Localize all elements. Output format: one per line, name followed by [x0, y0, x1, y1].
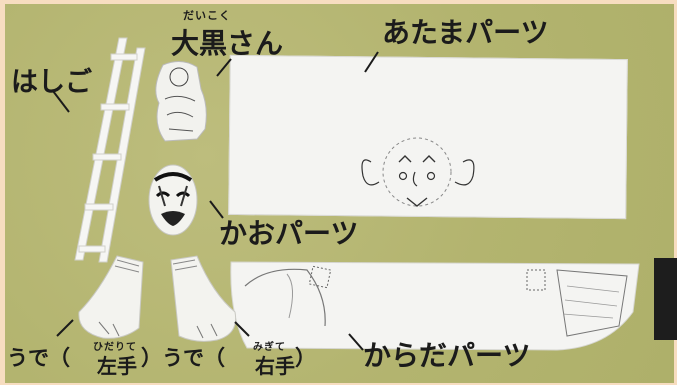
- ladder-cutout: [74, 37, 146, 263]
- label-head-parts: あたまパーツ: [382, 16, 549, 49]
- craft-photo: はしご だいこく 大黒さん あたまパーツ かおパーツ うで（ ひだりて 左手 ）…: [5, 4, 674, 383]
- daikoku-figure: [155, 61, 207, 142]
- label-arm-left-prefix: うで（: [7, 345, 70, 370]
- right-arm-cutout: [170, 255, 237, 342]
- label-arm-right-prefix: ）うで（: [141, 345, 225, 370]
- pointer-lines: [52, 51, 379, 351]
- label-face-parts: かおパーツ: [219, 217, 359, 250]
- body-parts-paper: [230, 261, 640, 351]
- left-arm-cutout: [78, 255, 144, 339]
- ruby-arm-left: ひだりて: [93, 342, 137, 353]
- face-drawing: [361, 137, 475, 207]
- label-arm-left: 左手: [97, 354, 137, 378]
- label-daikoku: 大黒さん: [171, 27, 284, 60]
- label-ladder: はしご: [11, 67, 92, 98]
- ruby-daikoku: だいこく: [183, 9, 231, 22]
- ruby-arm-right: みぎて: [253, 342, 286, 353]
- label-arm-right: 右手: [255, 354, 295, 378]
- face-parts-cutout: [148, 164, 198, 236]
- label-body-parts: からだパーツ: [363, 339, 531, 372]
- label-arm-right-suffix: ）: [295, 345, 316, 370]
- edge-tab: [654, 258, 677, 340]
